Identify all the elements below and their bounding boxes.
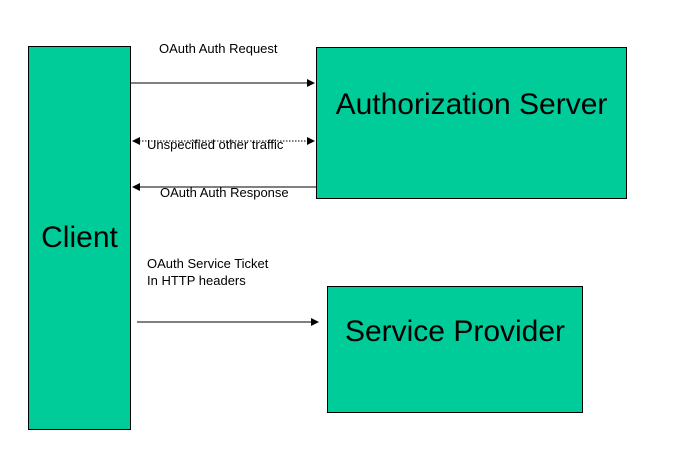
authorization-server-node: Authorization Server: [316, 47, 627, 199]
other-traffic-label: Unspecified other traffic: [147, 137, 284, 152]
auth-request-label: OAuth Auth Request: [159, 41, 278, 56]
client-node-label: Client: [41, 221, 118, 254]
service-provider-node: Service Provider: [327, 286, 583, 413]
auth-response-label: OAuth Auth Response: [160, 185, 289, 200]
client-node: Client: [28, 46, 131, 430]
service-provider-node-label: Service Provider: [344, 315, 566, 348]
authorization-server-node-label: Authorization Server: [335, 88, 608, 121]
service-ticket-label-line2: In HTTP headers: [147, 273, 246, 288]
service-ticket-label-line1: OAuth Service Ticket: [147, 256, 269, 271]
